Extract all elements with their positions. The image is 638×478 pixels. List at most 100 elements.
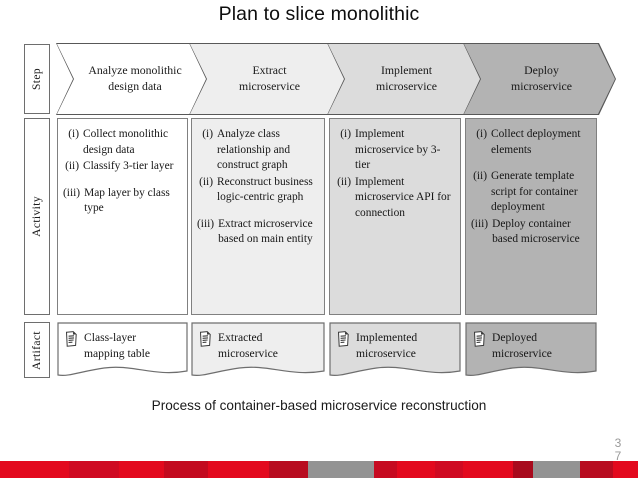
- artifact-box-deploy[interactable]: Deployed microservice: [465, 322, 597, 378]
- step-label-line-2-implement: microservice: [376, 79, 437, 93]
- document-icon: [473, 331, 485, 347]
- bottom-bar-segment-3: [163, 461, 209, 478]
- row-label-step: Step: [24, 44, 50, 114]
- bottom-bar-segment-12: [532, 461, 580, 478]
- step-label-line-1-extract: Extract: [252, 63, 287, 78]
- activity-item: (iii)Extract microservice based on main …: [197, 217, 318, 248]
- bottom-bar-segment-4: [208, 461, 270, 478]
- bottom-bar-segment-8: [396, 461, 436, 478]
- bottom-bar-segment-6: [307, 461, 375, 478]
- activity-item: (ii) Generate template script for contain…: [471, 169, 590, 216]
- bottom-bar-segment-1: [69, 461, 120, 478]
- document-icon: [337, 331, 349, 347]
- row-label-activity: Activity: [24, 118, 50, 315]
- activity-item-number: (i): [202, 128, 213, 140]
- activity-item-text: Reconstruct business logic-centric graph: [217, 175, 313, 204]
- page-title: Plan to slice monolithic: [218, 3, 420, 25]
- activity-box-analyze[interactable]: (i) Collect monolithic design data (ii) Cla…: [57, 118, 188, 315]
- row-label-step-text: Step: [31, 67, 43, 91]
- activity-item-number: (iii): [63, 186, 81, 199]
- artifact-label-line-2-extract: microservice: [218, 346, 278, 360]
- step-label-line-1-deploy: Deploy: [524, 63, 559, 78]
- row-label-activity-text: Activity: [31, 196, 43, 237]
- activity-item: (ii) Classify 3-tier layer: [63, 159, 181, 175]
- activity-item-text: Extract microservice based on main entit…: [218, 217, 313, 246]
- page-number-line-1: 3: [614, 436, 622, 450]
- process-diagram: Step Activity Artifact Analyze monolithi…: [0, 30, 638, 390]
- step-label-line-1-implement: Implement: [380, 63, 433, 78]
- activity-box-deploy[interactable]: (i) Collect deployment elements (ii) Genera…: [465, 118, 597, 315]
- activity-item-number: (ii): [473, 170, 487, 182]
- activity-item: (ii) Implement microservice API for conne…: [335, 175, 454, 222]
- activity-item-number: (ii): [199, 175, 213, 188]
- activity-item-number: (ii): [65, 160, 79, 172]
- artifact-label-line-1-analyze: Class-layer: [84, 331, 137, 344]
- artifact-shape-deploy: [465, 322, 597, 376]
- activity-item-number: (iii): [197, 217, 215, 230]
- activity-item: (i) Collect deployment elements: [471, 127, 590, 158]
- activity-item: (i) Implement microservice by 3-tier: [335, 127, 454, 174]
- activity-item: (ii) Reconstruct business logic-centric g…: [197, 175, 318, 206]
- page-number-line-2: 7: [614, 449, 622, 463]
- artifact-box-analyze[interactable]: Class-layer mapping table: [57, 322, 188, 378]
- document-icon: [65, 331, 77, 347]
- figure-caption: Process of container-based microservice …: [151, 398, 487, 413]
- artifact-label-line-2-analyze: mapping table: [84, 346, 151, 360]
- activity-item: (i) Collect monolithic design data: [63, 127, 181, 158]
- bottom-bar-segment-0: [0, 461, 70, 478]
- activity-item: (iii)Map layer by class type: [63, 186, 181, 217]
- step-label-line-1-analyze: Analyze monolithic: [88, 63, 182, 78]
- activity-item: (i) Analyze class relationship and constr…: [197, 127, 318, 174]
- artifact-label-line-1-implement: Implemented: [356, 331, 418, 344]
- activity-item-number: (ii): [337, 175, 351, 188]
- activity-item-number: (i): [340, 128, 351, 140]
- activity-spacer: [471, 159, 590, 169]
- bottom-bar-segment-9: [435, 461, 464, 478]
- activity-item-text: Collect deployment elements: [491, 128, 581, 156]
- document-icon: [199, 331, 211, 347]
- page-number: 3 7: [610, 437, 626, 463]
- activity-box-implement[interactable]: (i) Implement microservice by 3-tier (ii) I…: [329, 118, 461, 315]
- activity-item-text: Classify 3-tier layer: [83, 160, 174, 172]
- artifact-label-line-2-deploy: microservice: [492, 346, 552, 360]
- artifact-label-line-1-deploy: Deployed: [492, 331, 538, 344]
- activity-spacer: [63, 176, 181, 186]
- activity-item-text: Implement microservice API for connectio…: [355, 175, 451, 219]
- bottom-bar-segment-10: [463, 461, 514, 478]
- bottom-bar-segment-2: [119, 461, 164, 478]
- activity-item-text: Generate template script for container d…: [491, 170, 578, 213]
- artifact-label-line-2-implement: microservice: [356, 346, 416, 360]
- activity-item-text: Collect monolithic design data: [83, 128, 169, 156]
- artifact-shape-extract: [191, 322, 325, 376]
- activity-item-text: Map layer by class type: [84, 186, 170, 215]
- bottom-bar-segment-5: [269, 461, 308, 478]
- activity-item-text: Deploy container based microservice: [492, 217, 580, 246]
- bottom-bar-segment-13: [579, 461, 614, 478]
- step-label-line-2-deploy: microservice: [511, 79, 572, 93]
- row-label-artifact-text: Artifact: [31, 330, 43, 370]
- artifact-shape-analyze: [57, 322, 188, 376]
- activity-item-number: (i): [476, 128, 487, 140]
- activity-spacer: [197, 207, 318, 217]
- activity-item: (iii)Deploy container based microservice: [471, 217, 590, 248]
- step-label-line-2-extract: microservice: [239, 79, 300, 93]
- bottom-bar-segment-7: [374, 461, 397, 478]
- artifact-box-extract[interactable]: Extracted microservice: [191, 322, 325, 378]
- activity-item-number: (iii): [471, 217, 489, 230]
- step-label-line-2-analyze: design data: [108, 79, 162, 93]
- bottom-bar-segment-11: [513, 461, 533, 478]
- artifact-label-line-1-extract: Extracted: [218, 331, 263, 344]
- activity-item-text: Analyze class relationship and construct…: [217, 128, 291, 171]
- activity-item-number: (i): [68, 128, 79, 140]
- bottom-bar-segment-14: [613, 461, 638, 478]
- activity-box-extract[interactable]: (i) Analyze class relationship and constr…: [191, 118, 325, 315]
- bottom-decorative-bar: [0, 461, 638, 478]
- artifact-shape-implement: [329, 322, 461, 376]
- activity-item-text: Implement microservice by 3-tier: [355, 128, 441, 171]
- artifact-box-implement[interactable]: Implemented microservice: [329, 322, 461, 378]
- row-label-artifact: Artifact: [24, 322, 50, 378]
